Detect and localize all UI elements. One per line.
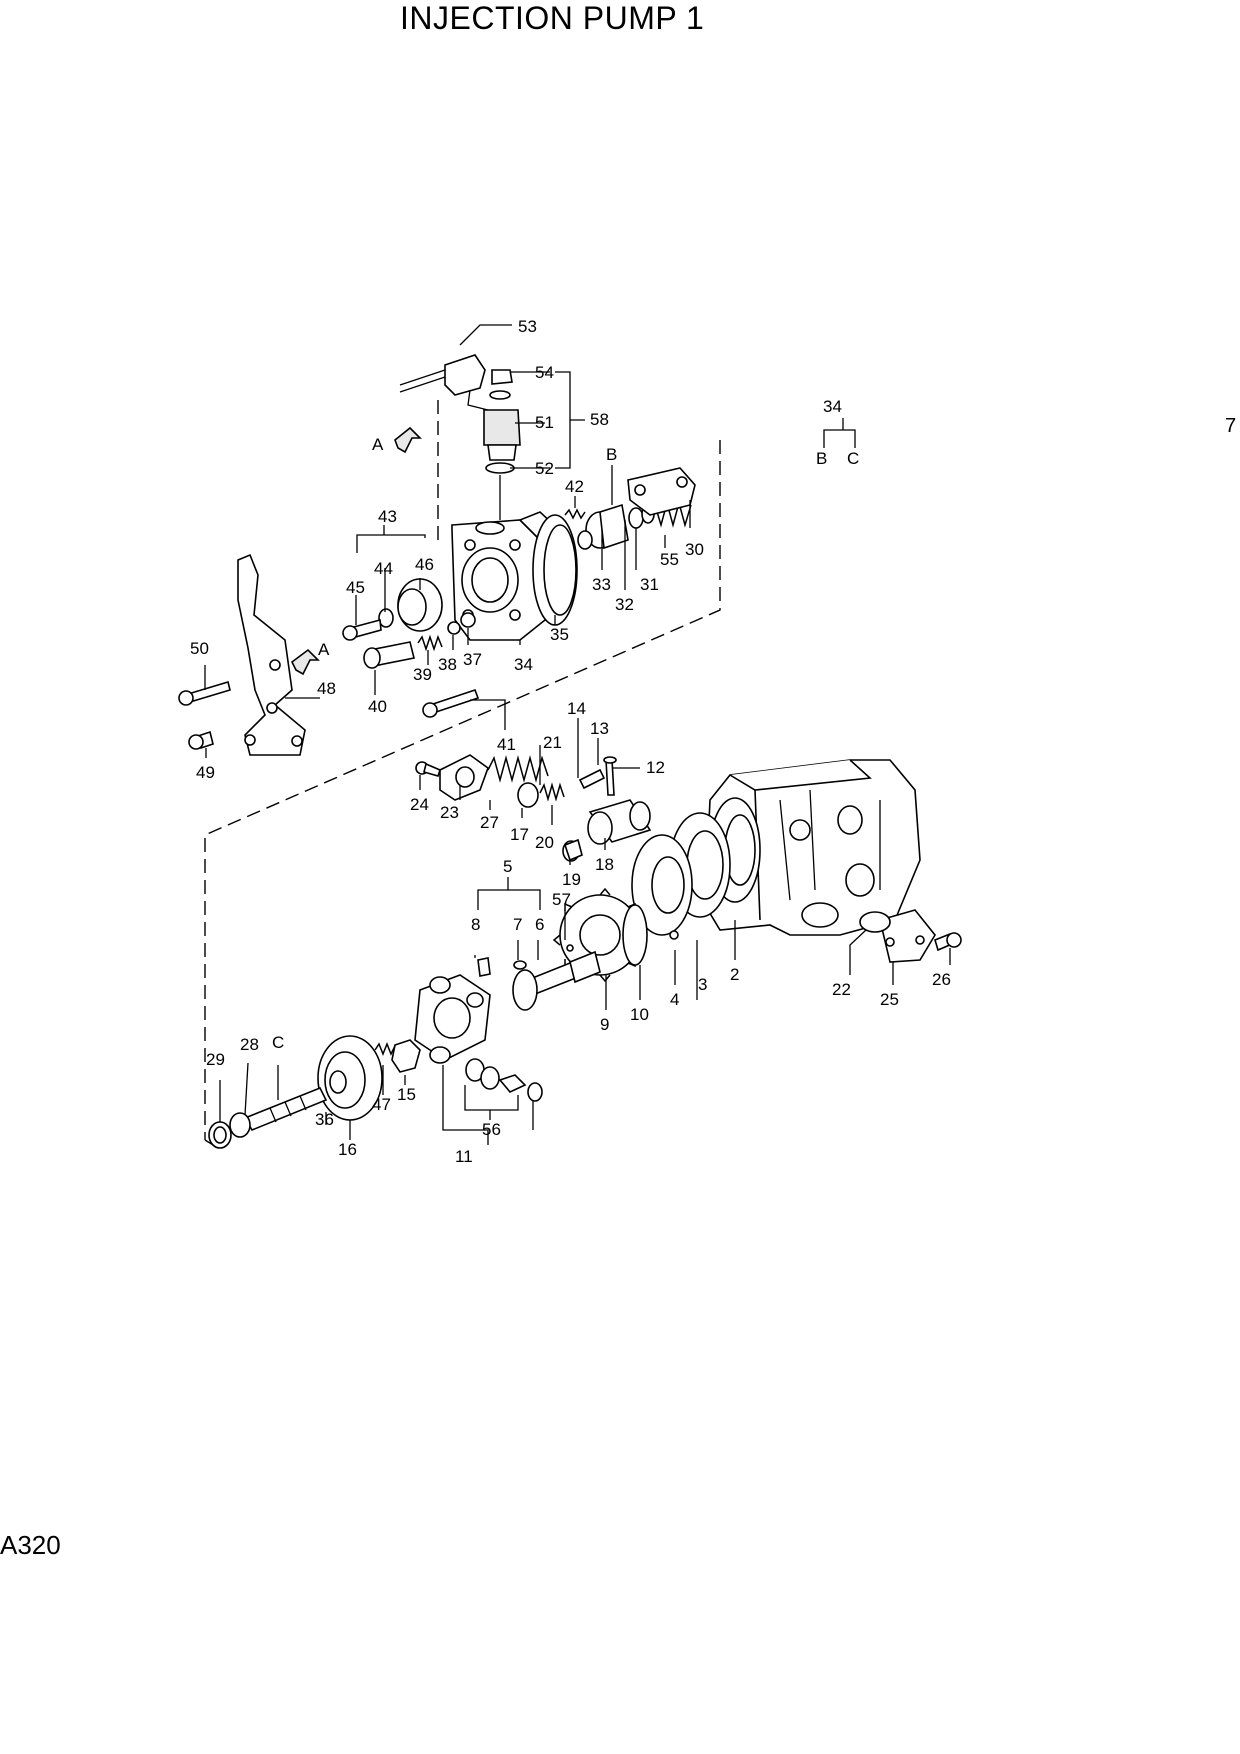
callout-14: 14 [567, 699, 586, 718]
callout-16: 16 [338, 1140, 357, 1159]
callout-26: 26 [932, 970, 951, 989]
callout-18: 18 [595, 855, 614, 874]
callout-22: 22 [832, 980, 851, 999]
callout-31: 31 [640, 575, 659, 594]
callout-50: 50 [190, 639, 209, 658]
timer-group [415, 754, 652, 862]
distributor-head-34 [342, 467, 696, 718]
callout-37: 37 [463, 650, 482, 669]
callout-9: 9 [600, 1015, 609, 1034]
page-title: INJECTION PUMP 1 [400, 0, 705, 36]
callout-57: 57 [552, 890, 571, 909]
callout-47: 47 [372, 1095, 391, 1114]
callout-A-lower: A [318, 640, 330, 659]
callout-33: 33 [592, 575, 611, 594]
callout-19: 19 [562, 870, 581, 889]
callout-28: 28 [240, 1035, 259, 1054]
callout-3: 3 [698, 975, 707, 994]
legend-child-c: C [847, 449, 859, 468]
callout-25: 25 [880, 990, 899, 1009]
callout-45: 45 [346, 578, 365, 597]
callout-34: 34 [514, 655, 533, 674]
callout-52: 52 [535, 459, 554, 478]
callout-44: 44 [374, 559, 393, 578]
callout-27: 27 [480, 813, 499, 832]
legend-child-b: B [816, 449, 827, 468]
leader-lines [204, 324, 951, 1145]
callout-20: 20 [535, 833, 554, 852]
callout-C: C [272, 1033, 284, 1052]
callout-56: 56 [482, 1120, 501, 1139]
legend-34-bc: 34 B C [816, 397, 859, 468]
callout-2: 2 [730, 965, 739, 984]
callout-29: 29 [206, 1050, 225, 1069]
page-number: 7 [1225, 415, 1237, 437]
pump-housing [552, 759, 962, 983]
callout-17: 17 [510, 825, 529, 844]
callout-35: 35 [550, 625, 569, 644]
page-code: A320 [0, 1530, 61, 1560]
callout-labels: 53 54 51 58 52 B 42 43 44 45 46 33 31 55… [190, 317, 951, 1166]
callout-55: 55 [660, 550, 679, 569]
callout-40: 40 [368, 697, 387, 716]
callout-24: 24 [410, 795, 429, 814]
legend-parent: 34 [823, 397, 842, 416]
callout-48: 48 [317, 679, 336, 698]
callout-53: 53 [518, 317, 537, 336]
callout-A-upper: A [372, 435, 384, 454]
callout-46: 46 [415, 555, 434, 574]
callout-43: 43 [378, 507, 397, 526]
callout-42: 42 [565, 477, 584, 496]
callout-7: 7 [513, 915, 522, 934]
callout-54: 54 [535, 363, 554, 382]
callout-8: 8 [471, 915, 480, 934]
callout-36: 36 [315, 1110, 334, 1129]
lever-bracket-48 [178, 426, 422, 756]
callout-5: 5 [503, 857, 512, 876]
callout-41: 41 [497, 735, 516, 754]
callout-38: 38 [438, 655, 457, 674]
callout-49: 49 [196, 763, 215, 782]
callout-4: 4 [670, 990, 679, 1009]
callout-30: 30 [685, 540, 704, 559]
callout-32: 32 [615, 595, 634, 614]
callout-58: 58 [590, 410, 609, 429]
callout-6: 6 [535, 915, 544, 934]
callout-39: 39 [413, 665, 432, 684]
solenoid-valve-group [399, 354, 521, 520]
callout-10: 10 [630, 1005, 649, 1024]
drive-shaft-group [208, 944, 601, 1149]
callout-11: 11 [455, 1147, 473, 1166]
callout-B-top: B [606, 445, 617, 464]
callout-23: 23 [440, 803, 459, 822]
callout-12: 12 [646, 758, 665, 777]
callout-51: 51 [535, 413, 554, 432]
callout-13: 13 [590, 719, 609, 738]
callout-15: 15 [397, 1085, 416, 1104]
callout-21: 21 [543, 733, 562, 752]
